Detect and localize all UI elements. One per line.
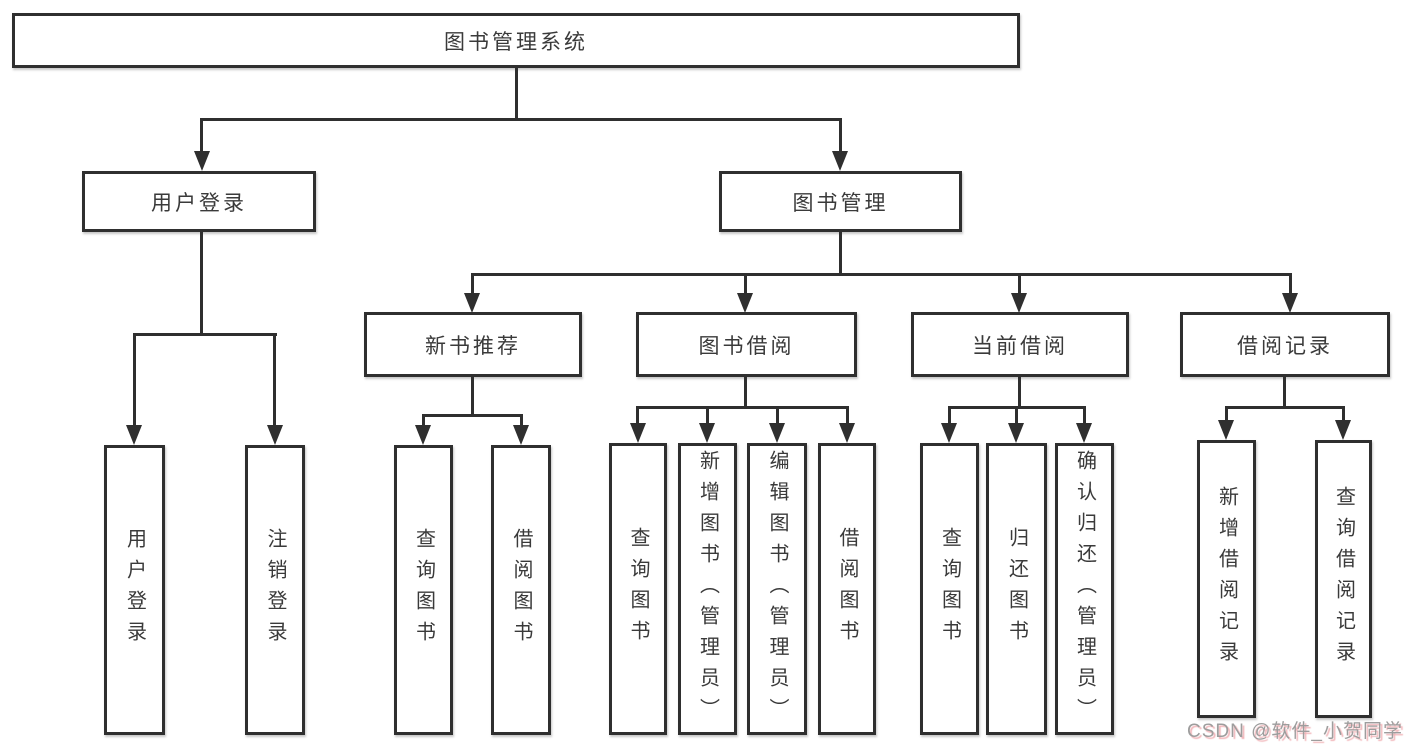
node-book-borrowing: 图书借阅 xyxy=(636,312,857,377)
connector-line xyxy=(1283,377,1286,409)
arrow-down-icon xyxy=(415,425,431,445)
node-label: 用户登录 xyxy=(151,191,247,215)
connector-line xyxy=(422,414,425,428)
connector-line xyxy=(744,377,747,408)
connector-line xyxy=(1225,406,1345,409)
connector-line xyxy=(471,377,474,417)
arrow-down-icon xyxy=(126,425,142,445)
node-label: 借阅记录 xyxy=(1237,334,1333,358)
connector-line xyxy=(1018,273,1021,296)
arrow-down-icon xyxy=(941,423,957,443)
arrow-down-icon xyxy=(1011,293,1027,313)
connector-line xyxy=(520,414,523,428)
leaf-label: 编辑图书（管理员） xyxy=(766,449,788,729)
node-current-borrowing: 当前借阅 xyxy=(911,312,1129,377)
leaf-edit-books-admin: 编辑图书（管理员） xyxy=(747,443,807,735)
connector-line xyxy=(200,118,842,121)
connector-line xyxy=(1083,406,1086,425)
leaf-label: 归还图书 xyxy=(1005,527,1028,651)
connector-line xyxy=(200,232,203,336)
arrow-down-icon xyxy=(737,293,753,313)
node-borrowing-records: 借阅记录 xyxy=(1180,312,1390,377)
leaf-label: 新增图书（管理员） xyxy=(696,449,719,729)
leaf-query-books-current: 查询图书 xyxy=(920,443,979,735)
node-label: 当前借阅 xyxy=(972,334,1068,358)
leaf-label: 用户登录 xyxy=(123,528,146,652)
leaf-label: 查询借阅记录 xyxy=(1332,486,1355,672)
connector-line xyxy=(133,333,277,336)
leaf-add-books-admin: 新增图书（管理员） xyxy=(678,443,737,735)
node-new-book-recommendation: 新书推荐 xyxy=(364,312,582,377)
connector-line xyxy=(471,273,474,296)
connector-line xyxy=(846,406,849,425)
arrow-down-icon xyxy=(769,423,785,443)
leaf-label: 查询图书 xyxy=(627,527,649,651)
arrow-down-icon xyxy=(1008,423,1024,443)
node-label: 图书借阅 xyxy=(698,334,795,358)
connector-line xyxy=(744,273,747,296)
leaf-query-borrow-record: 查询借阅记录 xyxy=(1315,440,1372,718)
arrow-down-icon xyxy=(1218,420,1234,440)
connector-line xyxy=(1342,406,1345,422)
leaf-user-login: 用户登录 xyxy=(104,445,165,735)
leaf-label: 注销登录 xyxy=(264,528,286,652)
node-label: 图书管理系统 xyxy=(444,30,588,54)
connector-line xyxy=(1289,273,1292,296)
arrow-down-icon xyxy=(1335,420,1351,440)
connector-line xyxy=(636,406,639,425)
node-label: 图书管理 xyxy=(792,191,889,215)
arrow-down-icon xyxy=(267,425,283,445)
node-label: 新书推荐 xyxy=(425,334,521,358)
arrow-down-icon xyxy=(630,423,646,443)
connector-line xyxy=(776,406,779,425)
leaf-borrow-books: 借阅图书 xyxy=(818,443,876,735)
leaf-label: 查询图书 xyxy=(938,527,961,651)
connector-line xyxy=(839,118,842,154)
leaf-label: 新增借阅记录 xyxy=(1215,486,1238,672)
leaf-return-books: 归还图书 xyxy=(986,443,1047,735)
leaf-query-books-borrowing: 查询图书 xyxy=(609,443,667,735)
connector-line xyxy=(1225,406,1228,422)
connector-line xyxy=(1015,406,1018,425)
connector-line xyxy=(1018,377,1021,408)
leaf-label: 确认归还（管理员） xyxy=(1073,449,1096,729)
connector-line xyxy=(273,333,276,428)
arrow-down-icon xyxy=(464,293,480,313)
arrow-down-icon xyxy=(832,151,848,171)
arrow-down-icon xyxy=(699,423,715,443)
connector-line xyxy=(133,333,136,428)
connector-line xyxy=(839,232,842,275)
connector-line xyxy=(515,68,518,120)
connector-line xyxy=(636,406,849,409)
connector-line xyxy=(471,273,1292,276)
leaf-label: 查询图书 xyxy=(412,528,435,652)
leaf-confirm-return-admin: 确认归还（管理员） xyxy=(1055,443,1114,735)
leaf-logout: 注销登录 xyxy=(245,445,305,735)
leaf-add-borrow-record: 新增借阅记录 xyxy=(1197,440,1256,718)
arrow-down-icon xyxy=(1282,293,1298,313)
node-book-management: 图书管理 xyxy=(719,171,962,232)
arrow-down-icon xyxy=(513,425,529,445)
connector-line xyxy=(706,406,709,425)
watermark: CSDN @软件_小贺同学 xyxy=(1187,721,1403,742)
leaf-label: 借阅图书 xyxy=(836,527,858,651)
node-user-login: 用户登录 xyxy=(82,171,316,232)
leaf-borrow-books-recommend: 借阅图书 xyxy=(491,445,551,735)
connector-line xyxy=(948,406,951,425)
connector-line xyxy=(200,118,203,154)
connector-line xyxy=(422,414,523,417)
arrow-down-icon xyxy=(194,151,210,171)
leaf-label: 借阅图书 xyxy=(510,528,532,652)
leaf-query-books-recommend: 查询图书 xyxy=(394,445,453,735)
arrow-down-icon xyxy=(839,423,855,443)
arrow-down-icon xyxy=(1076,423,1092,443)
node-library-management-system: 图书管理系统 xyxy=(12,13,1020,68)
